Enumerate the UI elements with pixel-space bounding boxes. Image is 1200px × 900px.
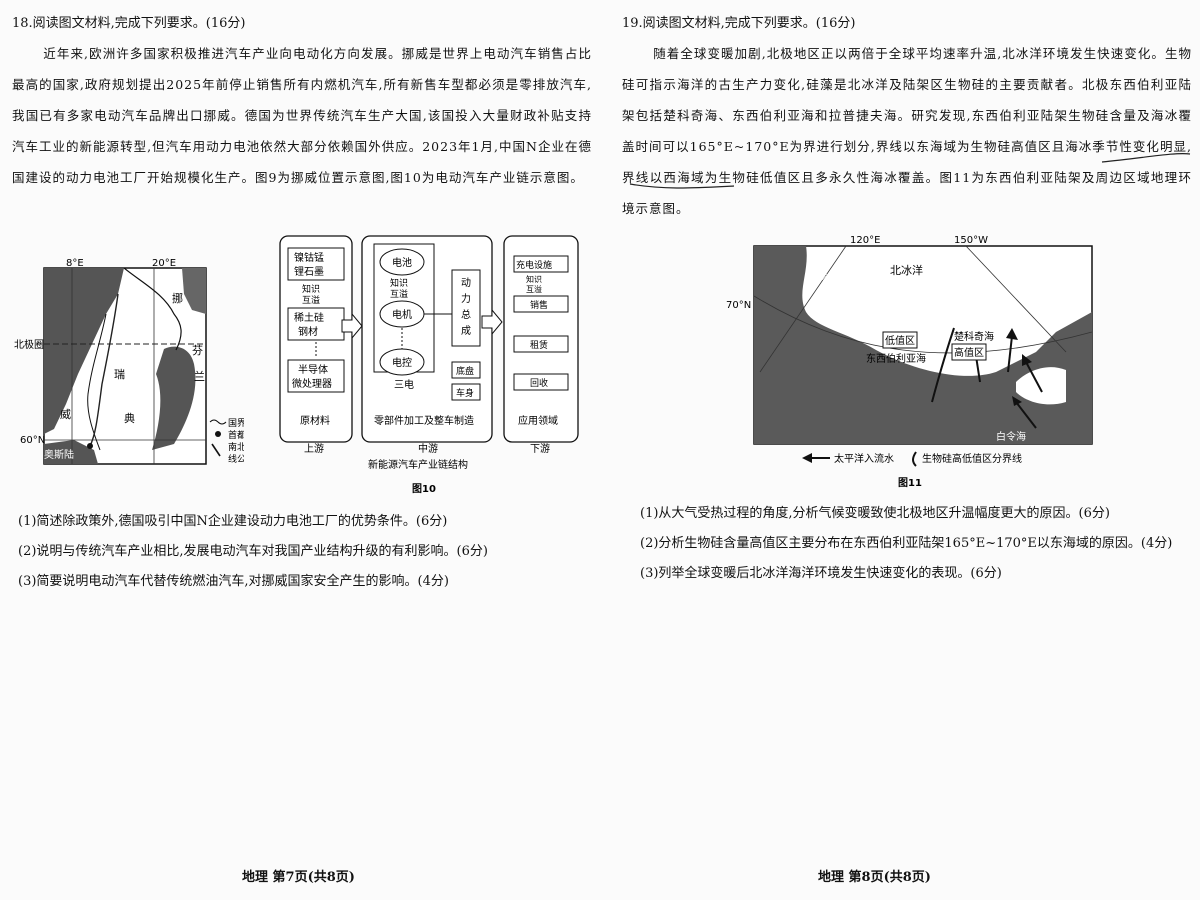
arctic-circle-label: 北极圈 [14,338,44,351]
mid-label: 零部件加工及整车制造 [374,414,474,427]
right-page-footer: 地理 第8页(共8页) [818,870,931,885]
upstream-item-1a: 镍钴锰 [294,251,324,264]
down-sale: 销售 [530,299,548,311]
legend-pacific-inflow: 太平洋入流水 [834,452,894,465]
high-zone-label: 高值区 [954,346,984,359]
down-exchange: 互溢 [526,284,542,294]
low-zone-label: 低值区 [885,334,915,347]
handwritten-underline [629,153,1191,189]
question-18-title: 18.阅读图文材料,完成下列要求。(16分) [12,16,246,31]
down-knowledge: 知识 [526,274,542,284]
legend-capital: 首都 [228,429,244,441]
down-stage: 下游 [530,442,550,455]
bering-sea-label: 白令海 [996,430,1026,443]
chukchi-sea-label: 楚科奇海 [954,330,994,343]
figure-10-industry-chain: 镍钴锰 锂石墨 知识 互溢 稀土硅 钢材 半导体 微处理器 原材料 上游 电池 … [279,235,579,495]
legend-border: 国界 [228,418,244,429]
down-label: 应用领域 [518,414,558,427]
left-page-footer: 地理 第7页(共8页) [242,870,355,885]
finland-label-1: 芬 [192,344,203,357]
mid-body: 车身 [456,387,474,399]
mid-power-2: 力 [461,292,471,305]
upstream-item-1b: 锂石墨 [294,266,324,278]
upstream-item-2a: 稀土硅 [294,311,324,324]
question-19-material: 随着全球变暖加剧,北极地区正以两倍于全球平均速率升温,北冰洋环境发生快速变化。生… [622,46,1192,216]
figure-9-norway-map: 8°E 20°E 北极圈 60°N 奥斯陆 挪 威 瑞 典 芬 兰 国界 首都 … [14,258,244,465]
legend-road-1: 南北干 [228,441,244,453]
figure-11-east-siberian-shelf-map: 120°E 150°W 70°N 北冰洋 拉普捷夫海 低值区 东西伯利亚海 楚科… [726,235,1093,489]
mid-battery: 电池 [392,256,412,269]
legend-road-2: 线公路 [228,453,244,465]
upstream-item-3b: 微处理器 [292,377,332,390]
upstream-item-2b: 钢材 [298,325,318,338]
left-page: 18.阅读图文材料,完成下列要求。(16分) 近年来,欧洲许多国家积极推进汽车产… [12,14,592,193]
mid-control: 电控 [392,356,412,369]
mid-three: 三电 [394,378,414,391]
arctic-ocean-label: 北冰洋 [890,263,923,277]
question-19-part-3: (3)列举全球变暖后北冰洋海洋环境发生快速变化的表现。(6分) [640,566,1002,581]
question-18-part-1: (1)简述除政策外,德国吸引中国N企业建设动力电池工厂的优势条件。(6分) [18,514,448,529]
sweden-label-1: 瑞 [114,367,125,381]
lat-60n-label: 60°N [20,435,45,446]
east-siberian-sea-label: 东西伯利亚海 [866,352,926,365]
norway-label-1: 挪 [172,291,183,305]
upstream-exchange-1: 互溢 [302,294,320,306]
figure-11-caption: 图11 [898,477,922,489]
upstream-stage: 上游 [304,442,324,455]
lat-70n-label: 70°N [726,300,751,311]
mid-power-3: 总 [461,308,471,321]
question-19-part-2: (2)分析生物硅含量高值区主要分布在东西伯利亚陆架165°E~170°E以东海域… [640,536,1173,551]
lon-120e-label: 120°E [850,235,880,246]
upstream-knowledge-1: 知识 [302,283,320,295]
mid-power-4: 成 [461,325,471,337]
lon-150w-label: 150°W [954,235,988,246]
figure-10-subtitle: 新能源汽车产业链结构 [368,458,468,471]
right-page: 19.阅读图文材料,完成下列要求。(16分) 随着全球变暖加剧,北极地区正以两倍… [622,14,1192,224]
question-18-part-2: (2)说明与传统汽车产业相比,发展电动汽车对我国产业结构升级的有利影响。(6分) [18,544,488,559]
mid-exchange-1: 互溢 [390,288,408,300]
figure-10-caption: 图10 [412,483,436,495]
question-19-title: 19.阅读图文材料,完成下列要求。(16分) [622,16,856,31]
mid-power-1: 动 [461,277,471,289]
question-18-part-3: (3)简要说明电动汽车代替传统燃油汽车,对挪威国家安全产生的影响。(4分) [18,574,449,589]
down-recycle: 回收 [530,377,548,389]
norway-label-2: 威 [60,408,71,421]
mid-chassis: 底盘 [456,365,474,377]
oslo-label: 奥斯陆 [44,448,74,461]
down-lease: 租赁 [530,339,548,351]
lon-20e-label: 20°E [152,258,176,269]
legend-boundary: 生物硅高低值区分界线 [922,452,1022,465]
question-19-part-1: (1)从大气受热过程的角度,分析气候变暖致使北极地区升温幅度更大的原因。(6分) [640,506,1110,521]
upstream-label: 原材料 [300,414,330,427]
finland-label-2: 兰 [194,370,205,383]
mid-motor: 电机 [392,308,412,321]
mid-knowledge-1: 知识 [390,277,408,289]
down-charge: 充电设施 [516,259,552,271]
lon-8e-label: 8°E [66,258,84,269]
question-18-material: 近年来,欧洲许多国家积极推进汽车产业向电动化方向发展。挪威是世界上电动汽车销售占… [12,46,592,185]
mid-stage: 中游 [418,442,438,455]
sweden-label-2: 典 [124,411,135,425]
upstream-item-3a: 半导体 [298,363,328,376]
